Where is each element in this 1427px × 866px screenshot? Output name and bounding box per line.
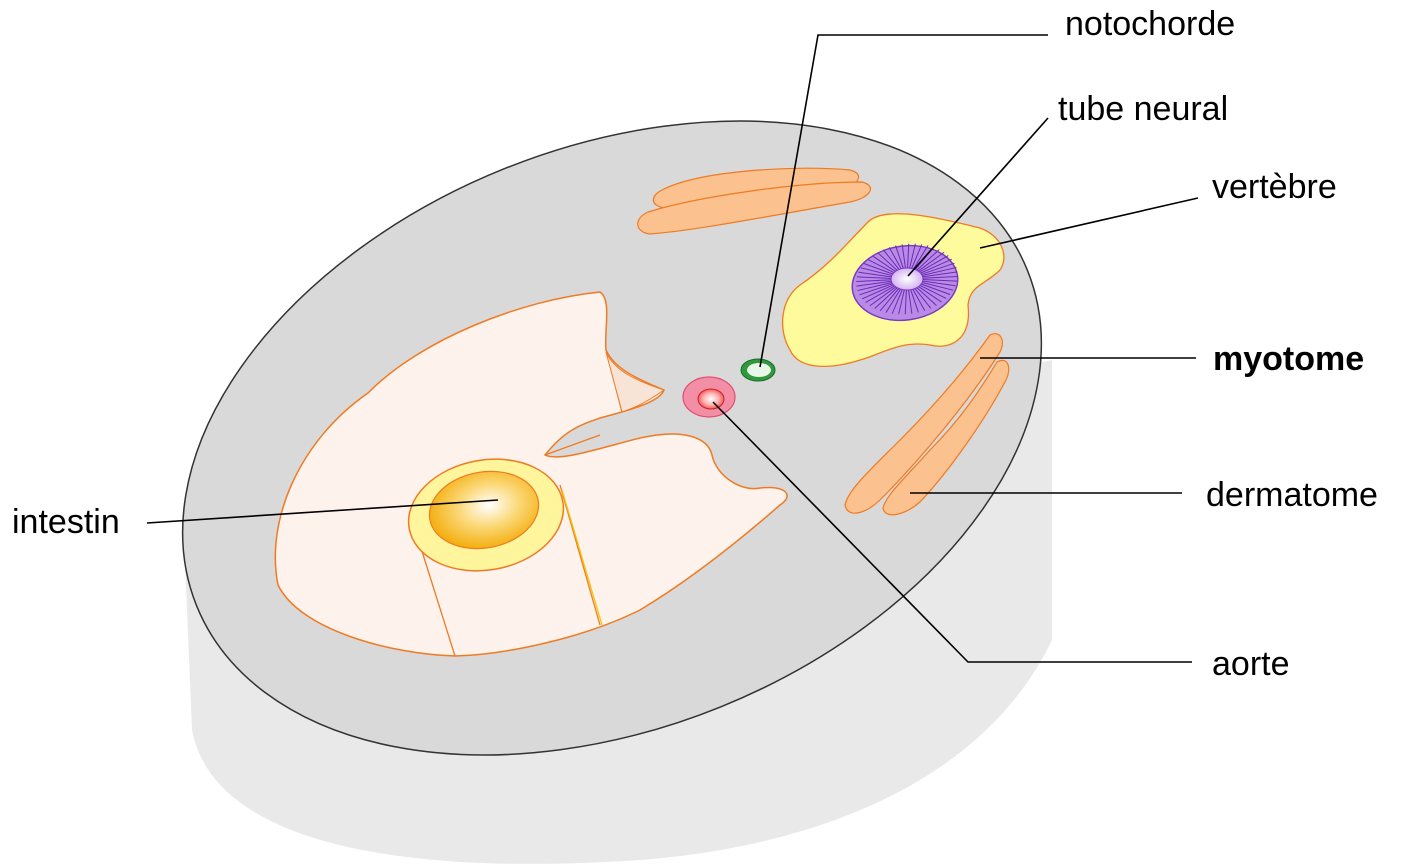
- leader-vertebre: [980, 198, 1198, 248]
- label-aorte: aorte: [1212, 645, 1290, 683]
- aorta-inner: [698, 389, 724, 409]
- label-dermatome: dermatome: [1206, 476, 1378, 514]
- label-notochorde: notochorde: [1065, 5, 1235, 43]
- neural-tube-lumen: [891, 268, 923, 290]
- label-intestin: intestin: [12, 503, 120, 541]
- label-myotome: myotome: [1213, 340, 1364, 378]
- notochord-core: [747, 363, 771, 377]
- label-vertebre: vertèbre: [1212, 168, 1337, 206]
- label-tube-neural: tube neural: [1058, 90, 1228, 128]
